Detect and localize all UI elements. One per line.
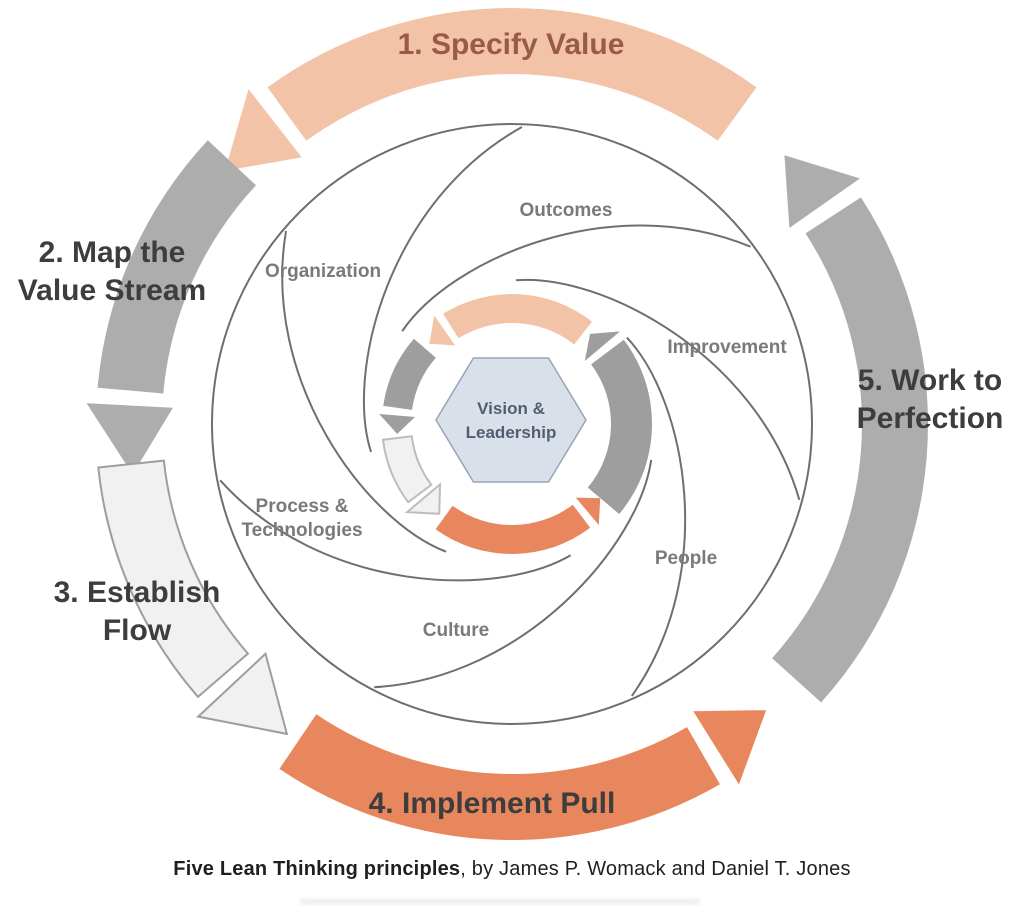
arc-map-value-stream-arrowhead <box>80 399 179 481</box>
arc-specify-value-arrowhead <box>220 82 308 175</box>
mini-arc-establish-flow <box>381 435 433 504</box>
caption-title: Five Lean Thinking principles <box>173 858 461 880</box>
label-process-technologies: Process &Technologies <box>241 496 362 541</box>
arc-work-to-perfection <box>772 197 929 703</box>
inner-wheel-circle <box>211 123 813 725</box>
mini-arc-implement-pull-arrowhead <box>569 494 604 533</box>
cropped-content-smudge <box>300 899 700 904</box>
label-specify-value: 1. Specify Value <box>398 28 625 61</box>
arc-implement-pull-arrowhead <box>687 707 771 792</box>
mini-arc-specify-value-arrowhead <box>425 307 462 349</box>
arc-work-to-perfection-arrowhead <box>781 151 867 234</box>
label-vision-leadership: Vision &Leadership <box>466 399 557 442</box>
mini-arc-map-value-stream <box>383 338 436 410</box>
swirl-blade <box>515 278 801 501</box>
vision-leadership-hexagon <box>435 357 587 483</box>
mini-arc-establish-flow-arrowhead <box>404 482 442 515</box>
arc-implement-pull <box>279 714 720 841</box>
label-outcomes: Outcomes <box>520 200 613 221</box>
label-organization: Organization <box>265 261 381 282</box>
label-people: People <box>655 548 717 569</box>
mini-arc-specify-value <box>443 294 592 345</box>
caption-authors: , by James P. Womack and Daniel T. Jones <box>460 858 851 880</box>
swirl-blade <box>362 126 523 453</box>
mini-arc-map-value-stream-arrowhead <box>371 410 422 439</box>
mini-arc-work-to-perfection-arrowhead <box>580 327 630 369</box>
figure-caption: Five Lean Thinking principles, by James … <box>0 858 1024 881</box>
label-culture: Culture <box>423 620 490 641</box>
swirl-blade <box>401 224 751 332</box>
swirl-blade <box>626 336 687 697</box>
mini-arc-implement-pull <box>435 504 591 554</box>
swirl-blade <box>281 230 447 553</box>
label-implement-pull: 4. Implement Pull <box>369 787 616 820</box>
arc-establish-flow <box>97 459 250 699</box>
arc-specify-value <box>267 7 757 141</box>
swirl-blade <box>374 459 653 689</box>
mini-arc-work-to-perfection <box>587 339 652 514</box>
arc-map-value-stream <box>97 140 256 394</box>
arc-establish-flow-arrowhead <box>196 651 289 736</box>
label-improvement: Improvement <box>667 337 787 358</box>
swirl-blade <box>219 479 572 582</box>
